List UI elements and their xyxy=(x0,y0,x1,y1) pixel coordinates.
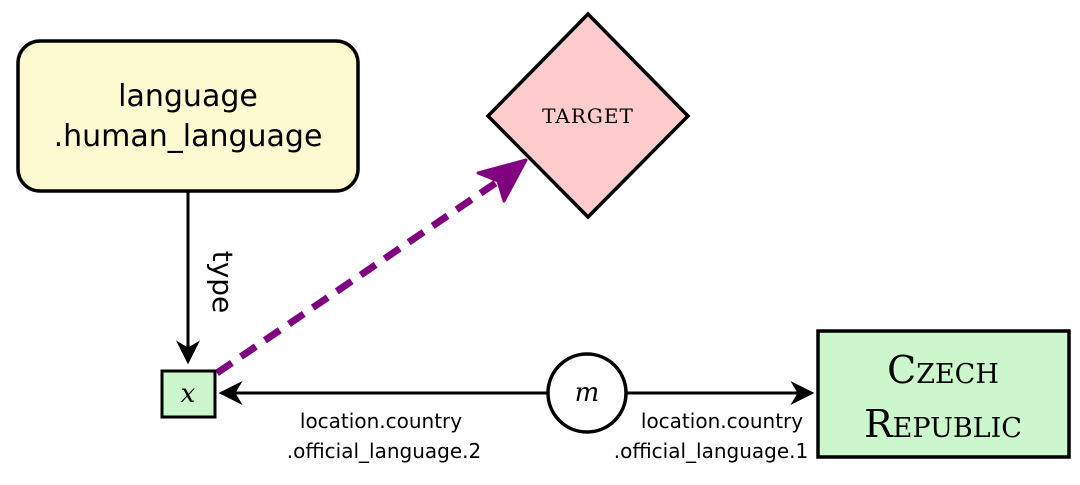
type-edge: type xyxy=(176,191,239,365)
type-node-line2: .human_language xyxy=(54,119,323,154)
variable-node: x xyxy=(160,369,217,419)
edge-to-entity: location.country .official_language.1 xyxy=(614,381,815,463)
type-node-line1: language xyxy=(118,79,258,114)
prediction-arrow xyxy=(215,158,528,376)
type-edge-label: type xyxy=(206,251,239,314)
mediator-node-label: m xyxy=(575,378,600,408)
target-node-label: TARGET xyxy=(542,104,634,128)
entity-node-line1: Czech xyxy=(887,348,999,392)
edge-to-variable-line2: .official_language.2 xyxy=(287,439,482,463)
target-node: TARGET xyxy=(485,11,691,220)
type-node: language .human_language xyxy=(16,39,360,193)
entity-node-line2: Republic xyxy=(864,402,1022,446)
edge-to-variable-line1: location.country xyxy=(300,409,462,433)
entity-node: Czech Republic xyxy=(816,329,1071,459)
mediator-node: m xyxy=(546,352,628,434)
edge-to-entity-line1: location.country xyxy=(641,409,803,433)
variable-node-label: x xyxy=(181,379,196,409)
edge-to-entity-line2: .official_language.1 xyxy=(614,439,809,463)
edge-to-variable: location.country .official_language.2 xyxy=(218,381,547,463)
